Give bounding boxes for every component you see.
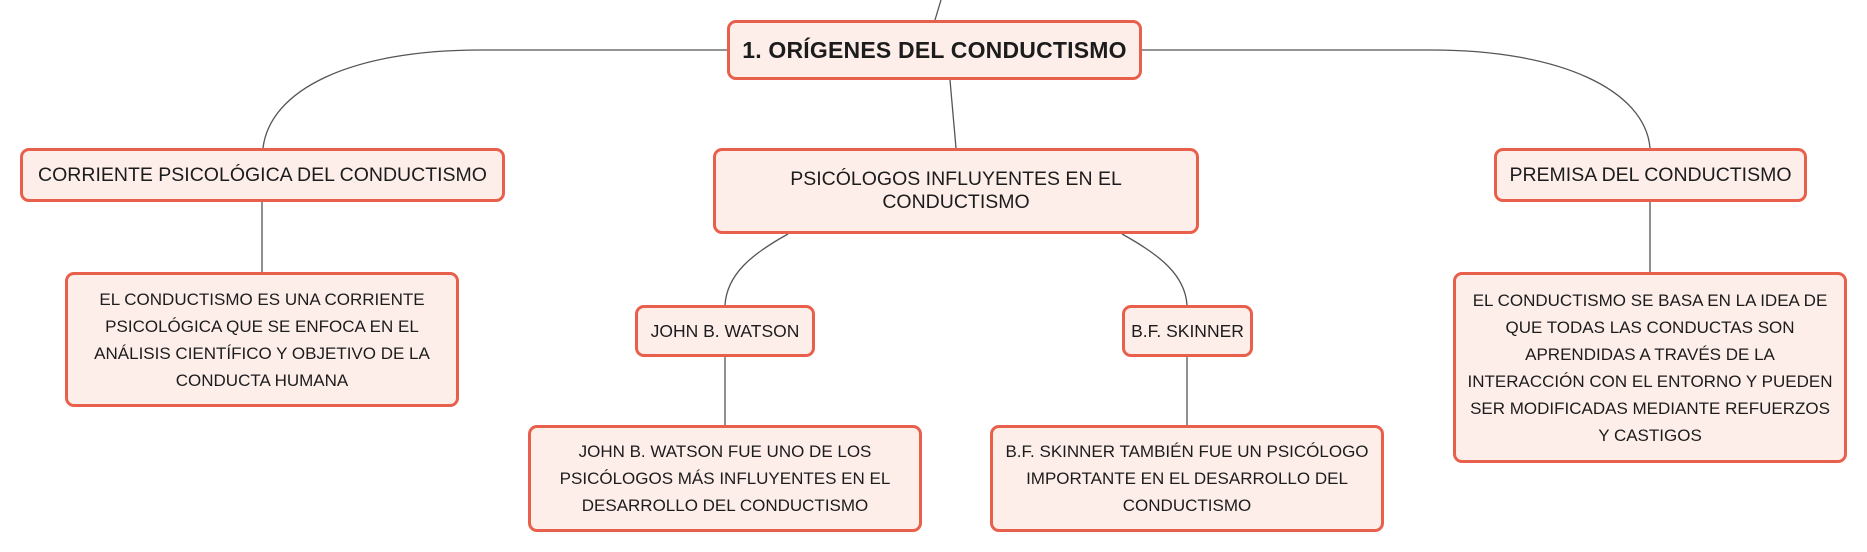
- node-watson[interactable]: JOHN B. WATSON: [635, 305, 815, 357]
- node-psicologos-label: PSICÓLOGOS INFLUYENTES EN EL CONDUCTISMO: [790, 168, 1122, 213]
- node-skinner-detail[interactable]: B.F. SKINNER TAMBIÉN FUE UN PSICÓLOGO IM…: [990, 425, 1384, 532]
- connector-root-premisa: [1142, 49, 1651, 149]
- node-watson-detail[interactable]: JOHN B. WATSON FUE UNO DE LOS PSICÓLOGOS…: [528, 425, 922, 532]
- root-node[interactable]: 1. ORÍGENES DEL CONDUCTISMO: [727, 20, 1142, 80]
- node-skinner-detail-text: B.F. SKINNER TAMBIÉN FUE UN PSICÓLOGO IM…: [1005, 442, 1369, 515]
- connector-psicologos-skinner: [1121, 233, 1188, 306]
- connector-root-corriente: [262, 49, 727, 149]
- node-corriente-detail[interactable]: EL CONDUCTISMO ES UNA CORRIENTE PSICOLÓG…: [65, 272, 459, 407]
- node-premisa-detail[interactable]: EL CONDUCTISMO SE BASA EN LA IDEA DE QUE…: [1453, 272, 1847, 463]
- node-premisa-label: PREMISA DEL CONDUCTISMO: [1509, 163, 1792, 186]
- node-premisa-detail-text: EL CONDUCTISMO SE BASA EN LA IDEA DE QUE…: [1467, 290, 1833, 445]
- node-psicologos[interactable]: PSICÓLOGOS INFLUYENTES EN EL CONDUCTISMO: [713, 148, 1199, 234]
- node-watson-label: JOHN B. WATSON: [650, 320, 800, 341]
- node-premisa[interactable]: PREMISA DEL CONDUCTISMO: [1494, 148, 1807, 202]
- node-corriente-detail-text: EL CONDUCTISMO ES UNA CORRIENTE PSICOLÓG…: [94, 289, 430, 390]
- connector-incoming: [934, 0, 942, 21]
- node-corriente-label: CORRIENTE PSICOLÓGICA DEL CONDUCTISMO: [38, 163, 487, 186]
- root-label: 1. ORÍGENES DEL CONDUCTISMO: [742, 36, 1127, 63]
- connector-psicologos-watson: [724, 233, 789, 306]
- node-skinner-label: B.F. SKINNER: [1131, 320, 1244, 341]
- node-watson-detail-text: JOHN B. WATSON FUE UNO DE LOS PSICÓLOGOS…: [559, 442, 891, 515]
- connector-root-psicologos: [949, 79, 957, 149]
- node-corriente[interactable]: CORRIENTE PSICOLÓGICA DEL CONDUCTISMO: [20, 148, 505, 202]
- node-skinner[interactable]: B.F. SKINNER: [1122, 305, 1253, 357]
